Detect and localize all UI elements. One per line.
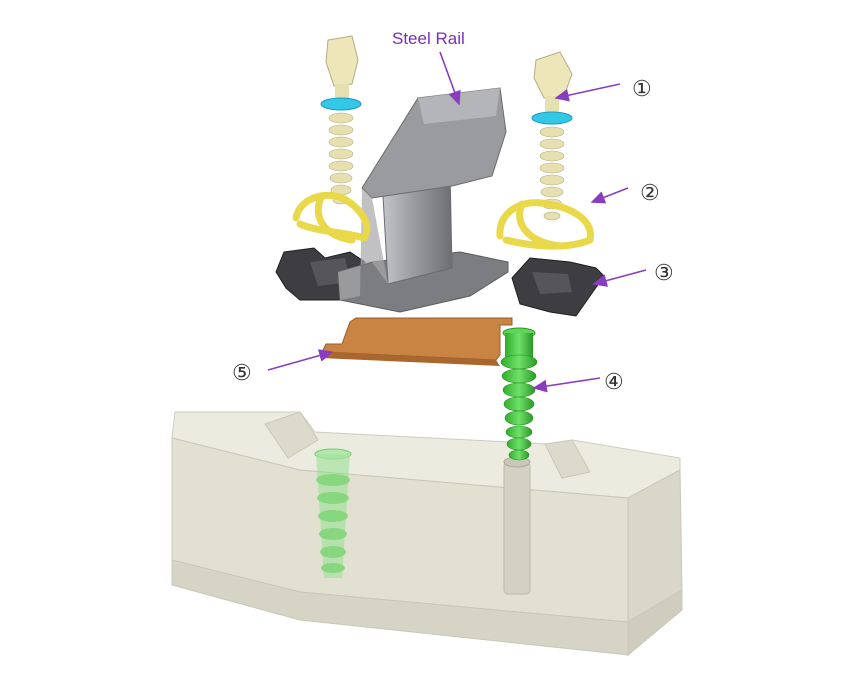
steel-rail-label: Steel Rail [392,29,465,48]
arrow-1 [554,83,621,102]
callout-3-label: ③ [654,260,674,285]
steel-rail [337,87,509,313]
arrow-steel-rail [439,51,461,106]
embedded-dowel [314,448,352,578]
clip-plate-right [511,257,605,317]
screw-spike-right [531,51,573,221]
callout-arrows [267,51,647,393]
rail-pad [320,317,513,366]
arrow-5 [267,349,334,371]
callout-2-label: ② [640,180,660,205]
callout-5-label: ⑤ [232,360,252,385]
arrow-3 [592,269,647,287]
callout-4-label: ④ [604,369,624,394]
arrow-2 [590,187,629,204]
arrow-4 [532,377,601,393]
callout-1-label: ① [632,76,652,101]
elastic-clip-left [292,191,371,244]
concrete-sleeper [171,411,683,657]
screw-spike-left [320,35,362,205]
plastic-dowel [500,327,538,461]
elastic-clip-right [496,199,594,250]
